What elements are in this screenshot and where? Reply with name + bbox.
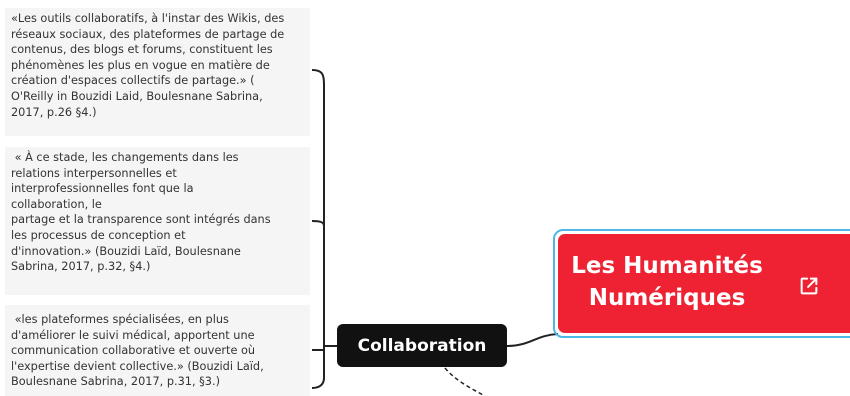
collaboration-label: Collaboration	[357, 335, 487, 356]
quote-line: l'expertise devient collective.» (Bouzid…	[11, 359, 264, 373]
quote-line: «les plateformes spécialisées, en plus	[11, 313, 229, 326]
quote-block-2: « À ce stade, les changements dans les r…	[5, 147, 310, 295]
quote-line: Sabrina, 2017, p.32, §4.)	[11, 260, 151, 274]
quote-line: O'Reilly in Bouzidi Laid, Boulesnane Sab…	[11, 89, 263, 103]
humanites-numeriques-node[interactable]: Les Humanités Numériques	[558, 234, 850, 333]
quote-line: Boulesnane Sabrina, 2017, p.31, §3.)	[11, 375, 220, 389]
external-link-icon[interactable]	[798, 275, 820, 297]
collaboration-node[interactable]: Collaboration	[337, 324, 507, 367]
quote-block-3: «les plateformes spécialisées, en plus d…	[5, 305, 310, 396]
selection-outline	[553, 229, 850, 338]
quote-line: relations interpersonnelles et	[11, 166, 177, 180]
quote-line: d'innovation.» (Bouzidi Laïd, Boulesnane	[11, 244, 241, 258]
quote-line: contenus, des blogs et forums, constitue…	[11, 43, 273, 57]
quote-line: d'améliorer le suivi médical, apportent …	[11, 328, 255, 342]
quote-line: les processus de conception et	[11, 228, 186, 242]
quote-line: interprofessionnelles font que la	[11, 182, 194, 196]
quote-line: réseaux sociaux, des plateformes de part…	[11, 27, 285, 41]
quote-block-1: «Les outils collaboratifs, à l'instar de…	[5, 8, 310, 136]
node-title-line-2: Numériques	[588, 285, 746, 311]
quote-line: partage et la transparence sont intégrés…	[11, 213, 271, 227]
quote-line: 2017, p.26 §4.)	[11, 105, 97, 119]
quote-line: communication collaborative et ouverte o…	[11, 344, 256, 358]
quote-line: collaboration, le	[11, 197, 102, 211]
node-title-line-1: Les Humanités	[571, 253, 763, 279]
quote-line: « À ce stade, les changements dans les	[11, 151, 239, 164]
quote-line: phénomènes les plus en vogue en matière …	[11, 58, 270, 72]
quote-line: «Les outils collaboratifs, à l'instar de…	[11, 12, 285, 25]
node-title: Les Humanités Numériques	[558, 250, 776, 314]
quote-line: création d'espaces collectifs de partage…	[11, 74, 255, 88]
